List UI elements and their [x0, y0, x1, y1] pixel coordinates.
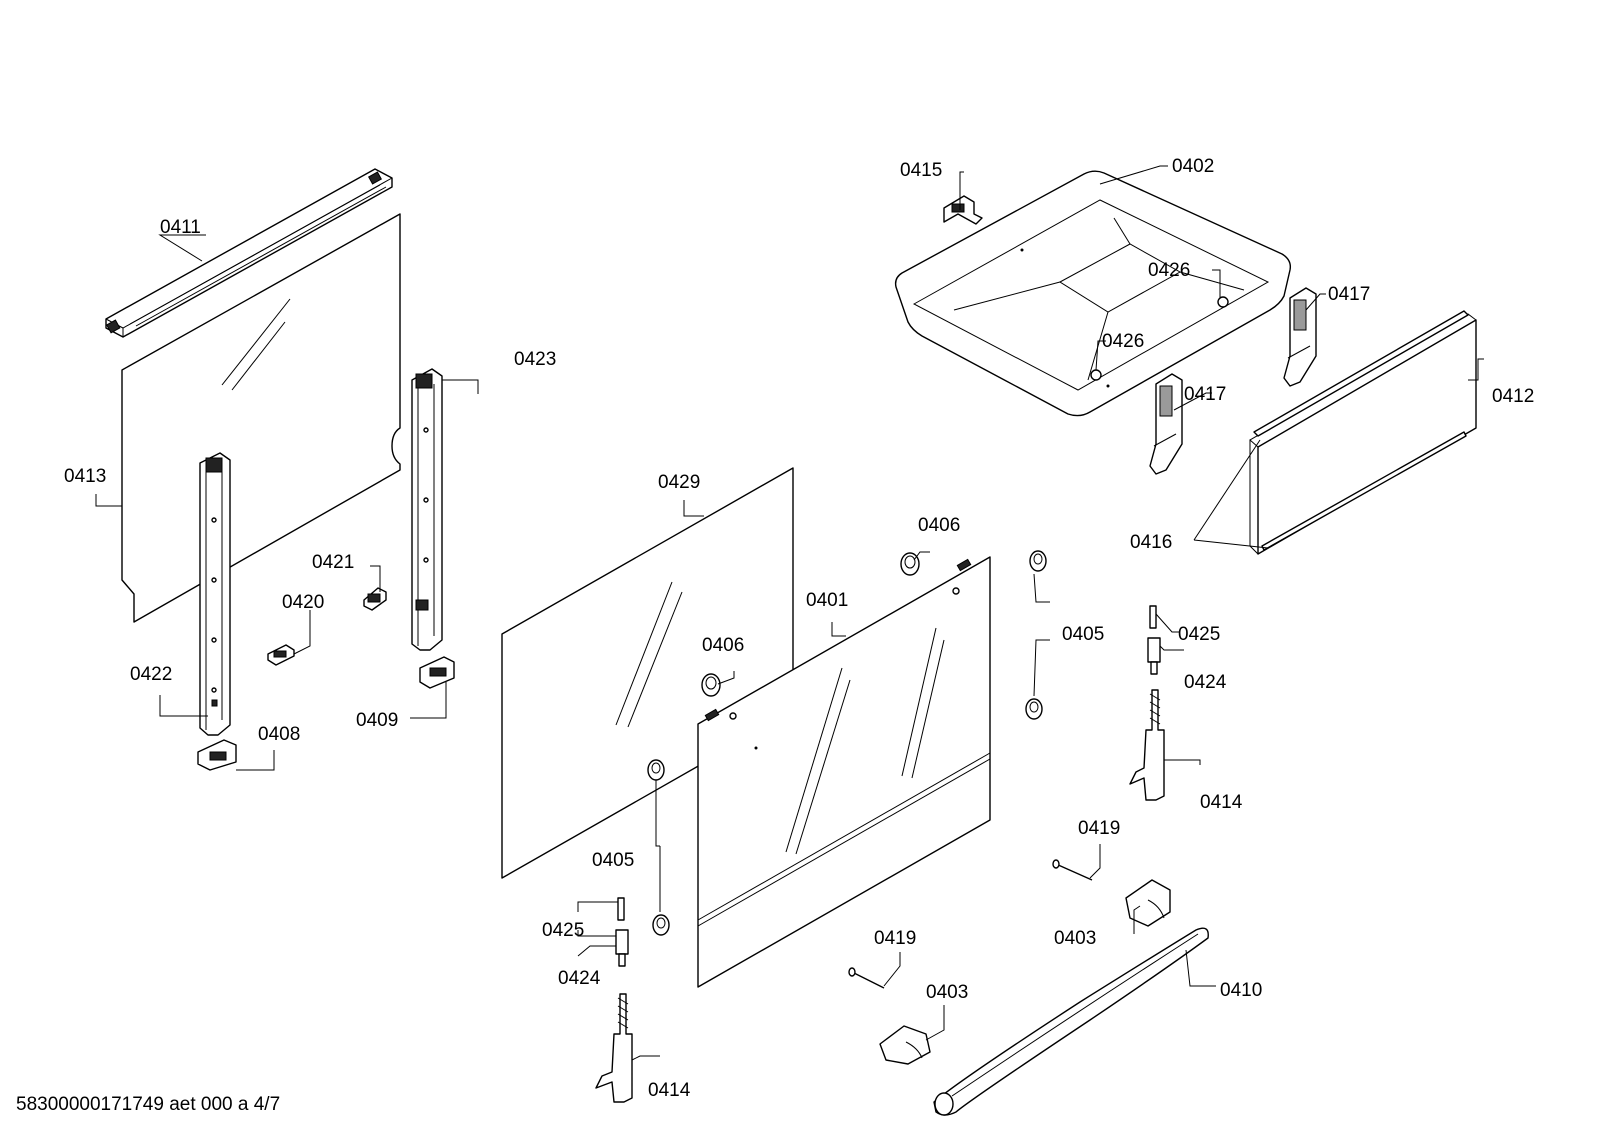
label-0429: 0429	[658, 472, 700, 493]
part-0405-bumper-left-upper	[647, 759, 665, 781]
part-0412-drawer-front	[1249, 313, 1477, 555]
part-0424-bushing-left	[615, 929, 629, 967]
part-0417-runner-right	[1283, 287, 1317, 387]
label-0421: 0421	[312, 552, 354, 573]
part-0419-screw-upper	[1052, 859, 1093, 881]
leader-lines	[95, 165, 1484, 1061]
part-0403-end-cap-right	[1125, 879, 1171, 927]
label-0425-left: 0425	[542, 920, 584, 941]
part-0416-seal-upper	[1253, 310, 1469, 437]
label-0416: 0416	[1130, 532, 1172, 553]
part-0402-drawer-tray	[894, 170, 1292, 417]
part-0423-right-rail	[411, 368, 443, 651]
part-0424-bushing-right	[1147, 637, 1161, 675]
label-0403-right: 0403	[1054, 928, 1096, 949]
label-0405-left: 0405	[592, 850, 634, 871]
part-0405-bumper-right-lower	[1025, 698, 1043, 720]
part-0425-pin-right	[1149, 605, 1157, 629]
part-0417-runner-left	[1149, 373, 1183, 475]
part-0405-bumper-right-upper	[1029, 550, 1047, 572]
part-0416-seal-lower	[1261, 431, 1467, 551]
part-0401-door-glass	[697, 556, 991, 988]
label-0426-lower: 0426	[1102, 331, 1144, 352]
label-0419-upper: 0419	[1078, 818, 1120, 839]
part-0408-bracket	[197, 739, 237, 771]
label-0425-right: 0425	[1178, 624, 1220, 645]
label-0408: 0408	[258, 724, 300, 745]
part-0409-bracket	[419, 656, 455, 689]
label-0410: 0410	[1220, 980, 1262, 1001]
label-0411: 0411	[160, 217, 201, 238]
label-0401: 0401	[806, 590, 848, 611]
part-0425-pin-left	[617, 897, 625, 921]
part-0413-rear-panel	[121, 213, 401, 623]
label-0417-lower: 0417	[1184, 384, 1226, 405]
label-0402: 0402	[1172, 156, 1214, 177]
part-0405-bumper-left-lower	[652, 914, 670, 936]
label-0409: 0409	[356, 710, 398, 731]
label-0406-lower: 0406	[702, 635, 744, 656]
label-0414-left: 0414	[648, 1080, 691, 1101]
part-0420-clip	[267, 644, 295, 666]
part-0422-left-rail	[199, 452, 231, 736]
part-0406-bumper-lower	[701, 673, 721, 697]
label-0419-lower: 0419	[874, 928, 916, 949]
label-0426-upper: 0426	[1148, 260, 1190, 281]
part-0403-end-cap-left	[879, 1025, 931, 1065]
label-0415: 0415	[900, 160, 942, 181]
part-0414-hinge-left	[595, 993, 633, 1103]
label-0413: 0413	[64, 466, 106, 487]
part-0410-handle-bar	[933, 927, 1209, 1116]
drawing-code-footer: 58300000171749 aet 000 a 4/7	[16, 1094, 281, 1115]
label-0414-right: 0414	[1200, 792, 1243, 813]
label-0424-right: 0424	[1184, 672, 1227, 693]
label-0412: 0412	[1492, 386, 1534, 407]
label-0417-upper: 0417	[1328, 284, 1370, 305]
part-0421-clip	[363, 587, 387, 611]
part-0414-hinge-right	[1129, 689, 1165, 801]
label-0420: 0420	[282, 592, 324, 613]
label-0405-right-upper: 0405	[1062, 624, 1104, 645]
label-0403-left: 0403	[926, 982, 968, 1003]
label-0424-left: 0424	[558, 968, 601, 989]
part-0411-top-trim	[105, 168, 393, 338]
part-labels: 0402 0415 0426 0426 0417 0417 0412 0416 …	[64, 156, 1534, 1101]
part-0415-clip	[943, 195, 983, 225]
label-0406-upper: 0406	[918, 515, 960, 536]
label-0422: 0422	[130, 664, 172, 685]
part-0419-screw-lower	[848, 967, 885, 989]
label-0423: 0423	[514, 349, 556, 370]
